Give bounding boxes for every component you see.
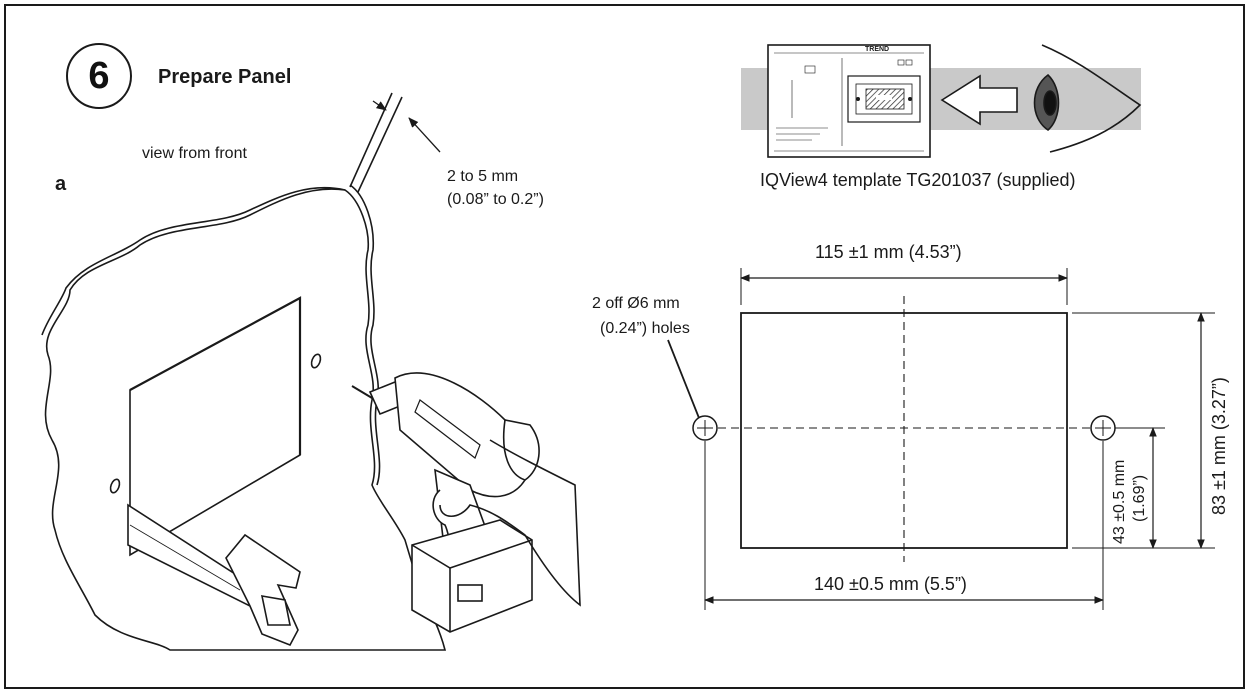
- section-label: a: [55, 173, 67, 195]
- hole-spacing-label: 140 ±0.5 mm (5.5”): [814, 574, 967, 594]
- cutout-height-label: 83 ±1 mm (3.27”): [1209, 377, 1229, 515]
- panel-thickness-mm: 2 to 5 mm: [447, 168, 519, 185]
- template-sheet: [767, 44, 931, 158]
- holes-leader-line: [667, 339, 700, 419]
- hole-height-in-label: (1.69”): [1131, 474, 1148, 522]
- drill-icon: [351, 372, 540, 633]
- panel-edge: [349, 184, 381, 486]
- holes-label-line1: 2 off Ø6 mm: [592, 295, 680, 312]
- thickness-line-1: [349, 92, 393, 188]
- hole-right: [310, 353, 322, 369]
- cutout-width-label: 115 ±1 mm (4.53”): [815, 242, 962, 262]
- step-number-badge: 6: [66, 43, 132, 109]
- template-brand-mark: TREND: [865, 46, 889, 53]
- panel-top-edge: [41, 186, 346, 336]
- hole-height-mm-label: 43 ±0.5 mm: [1111, 459, 1128, 544]
- hand-icon: [439, 439, 581, 607]
- cutout-drawing: [667, 268, 1215, 610]
- thickness-line-2: [357, 96, 403, 193]
- hole-left: [109, 478, 121, 494]
- saw-icon: [127, 503, 301, 647]
- thickness-dimension: [372, 100, 441, 153]
- template-caption: IQView4 template TG201037 (supplied): [760, 170, 1076, 190]
- panel-thickness-in: (0.08” to 0.2”): [447, 191, 544, 208]
- step-title: Prepare Panel: [158, 66, 292, 88]
- view-label: view from front: [142, 145, 247, 162]
- look-arrow-icon: [940, 74, 1018, 126]
- holes-label-line2: (0.24”) holes: [600, 320, 690, 337]
- eye-icon: [1033, 44, 1142, 153]
- figure-frame: [4, 4, 1245, 689]
